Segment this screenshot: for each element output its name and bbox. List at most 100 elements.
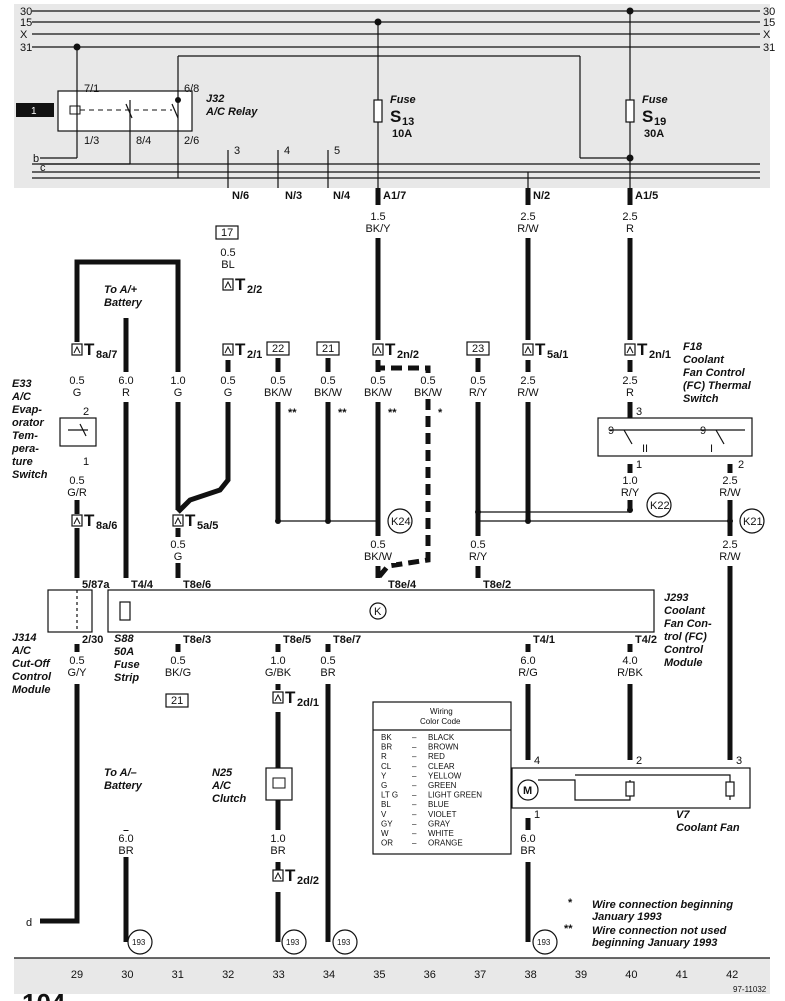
svg-text:**: **: [338, 407, 347, 419]
svg-text:9: 9: [608, 425, 614, 437]
svg-text:(FC) Thermal: (FC) Thermal: [683, 380, 752, 392]
svg-text:J293: J293: [664, 592, 688, 604]
svg-text:0.5: 0.5: [69, 375, 84, 387]
svg-text:193: 193: [537, 938, 551, 947]
svg-text:N/2: N/2: [533, 190, 550, 202]
legend-row: LT G–LIGHT GREEN: [381, 791, 482, 800]
svg-text:0.5: 0.5: [370, 375, 385, 387]
svg-text:R/W: R/W: [517, 387, 539, 399]
svg-text:R/G: R/G: [518, 667, 538, 679]
svg-text:2.5: 2.5: [722, 539, 737, 551]
svg-text:Coolant: Coolant: [683, 354, 725, 366]
coolant-fan-v7: M 4 2 3 1: [511, 755, 751, 821]
svg-text:2.5: 2.5: [622, 375, 637, 387]
svg-text:Fan Con-: Fan Con-: [664, 618, 712, 630]
svg-text:22: 22: [272, 343, 284, 355]
svg-text:Module: Module: [664, 657, 703, 669]
relay-pin-8-4: 8/4: [136, 135, 151, 147]
svg-text:G: G: [224, 387, 233, 399]
svg-text:V7: V7: [676, 809, 690, 821]
wire-label-w_t8e5: 1.0G/BK: [260, 653, 296, 679]
svg-text:G/R: G/R: [67, 487, 87, 499]
wire-label-w_17: 0.5BL: [210, 245, 246, 271]
svg-text:I: I: [710, 443, 713, 455]
svg-text:6.0: 6.0: [118, 833, 133, 845]
svg-text:T: T: [535, 340, 546, 359]
svg-text:Coolant: Coolant: [664, 605, 706, 617]
svg-text:17: 17: [221, 227, 233, 239]
splices: K24 K22 K21: [387, 492, 765, 534]
svg-text:2d/2: 2d/2: [297, 875, 319, 887]
svg-text:0.5: 0.5: [470, 539, 485, 551]
splice-k22: K22: [650, 500, 670, 512]
svg-text:BLACK: BLACK: [428, 733, 455, 742]
svg-text:0.5: 0.5: [170, 539, 185, 551]
svg-text:N/6: N/6: [232, 190, 249, 202]
svg-text:R/W: R/W: [719, 487, 741, 499]
wire-label-w_n25: 1.0BR: [260, 831, 296, 857]
side-letter-d: d: [26, 917, 32, 929]
svg-text:2/1: 2/1: [247, 349, 262, 361]
wire-label-w_t8e4: 0.5BK/W: [360, 537, 396, 563]
svg-text:BK/G: BK/G: [165, 667, 191, 679]
svg-text:–: –: [412, 752, 417, 761]
svg-text:2d/1: 2d/1: [297, 697, 319, 709]
svg-text:**: **: [564, 923, 573, 935]
svg-text:193: 193: [132, 938, 146, 947]
svg-text:9: 9: [700, 425, 706, 437]
svg-text:0.5: 0.5: [320, 655, 335, 667]
side-letter-c: c: [40, 162, 46, 174]
svg-text:2/30: 2/30: [82, 634, 103, 646]
svg-text:II: II: [642, 443, 648, 455]
svg-text:–: –: [412, 810, 417, 819]
wire-label-w_gnd38: 6.0BR: [510, 831, 546, 857]
wire-label-w_f18b: 2.5R/W: [712, 473, 748, 499]
svg-text:0.5: 0.5: [270, 375, 285, 387]
svg-text:A/C: A/C: [11, 391, 32, 403]
svg-text:R: R: [626, 223, 634, 235]
svg-text:*: *: [568, 897, 573, 909]
module-symbol: K: [374, 606, 382, 618]
wire-label-w_t2n1: 2.5R: [612, 373, 648, 399]
svg-text:Fan Control: Fan Control: [683, 367, 746, 379]
svg-text:January 1993: January 1993: [592, 911, 662, 923]
wire-label-w_c23: 0.5R/Y: [460, 373, 496, 399]
svg-text:19: 19: [654, 116, 666, 128]
svg-text:T4/4: T4/4: [131, 579, 154, 591]
svg-text:BR: BR: [118, 845, 133, 857]
wire-label-w_j314: 0.5G/Y: [59, 653, 95, 679]
wire-label-w_t5a5: 0.5G: [160, 537, 196, 563]
svg-text:5a/1: 5a/1: [547, 349, 568, 361]
svg-text:R: R: [381, 752, 387, 761]
svg-text:beginning January 1993: beginning January 1993: [592, 937, 717, 949]
svg-text:Control: Control: [12, 671, 52, 683]
svg-text:BK/W: BK/W: [414, 387, 443, 399]
column-32: 32: [222, 969, 234, 981]
relay-pin-7-1: 7/1: [84, 83, 99, 95]
svg-text:BL: BL: [221, 259, 234, 271]
legend-row: G–GREEN: [381, 781, 457, 790]
svg-text:0.5: 0.5: [69, 475, 84, 487]
svg-text:4: 4: [284, 145, 290, 157]
svg-text:3: 3: [636, 406, 642, 418]
svg-text:WHITE: WHITE: [428, 829, 454, 838]
clutch-n25: [265, 767, 293, 801]
legend-row: Y–YELLOW: [381, 771, 462, 780]
switch-e33: 2 1: [59, 406, 97, 468]
wire-label-w_n2: 2.5R/W: [510, 209, 546, 235]
column-39: 39: [575, 969, 587, 981]
svg-text:T: T: [637, 340, 648, 359]
svg-text:T8e/5: T8e/5: [283, 634, 311, 646]
svg-text:Fuse: Fuse: [114, 659, 140, 671]
control-module-bar: K: [47, 589, 655, 633]
column-30: 30: [121, 969, 133, 981]
svg-text:4: 4: [534, 755, 540, 767]
wiring-color-legend: Wiring Color Code BK–BLACKBR–BROWNR–REDC…: [372, 701, 512, 855]
svg-text:Fuse: Fuse: [390, 94, 416, 106]
